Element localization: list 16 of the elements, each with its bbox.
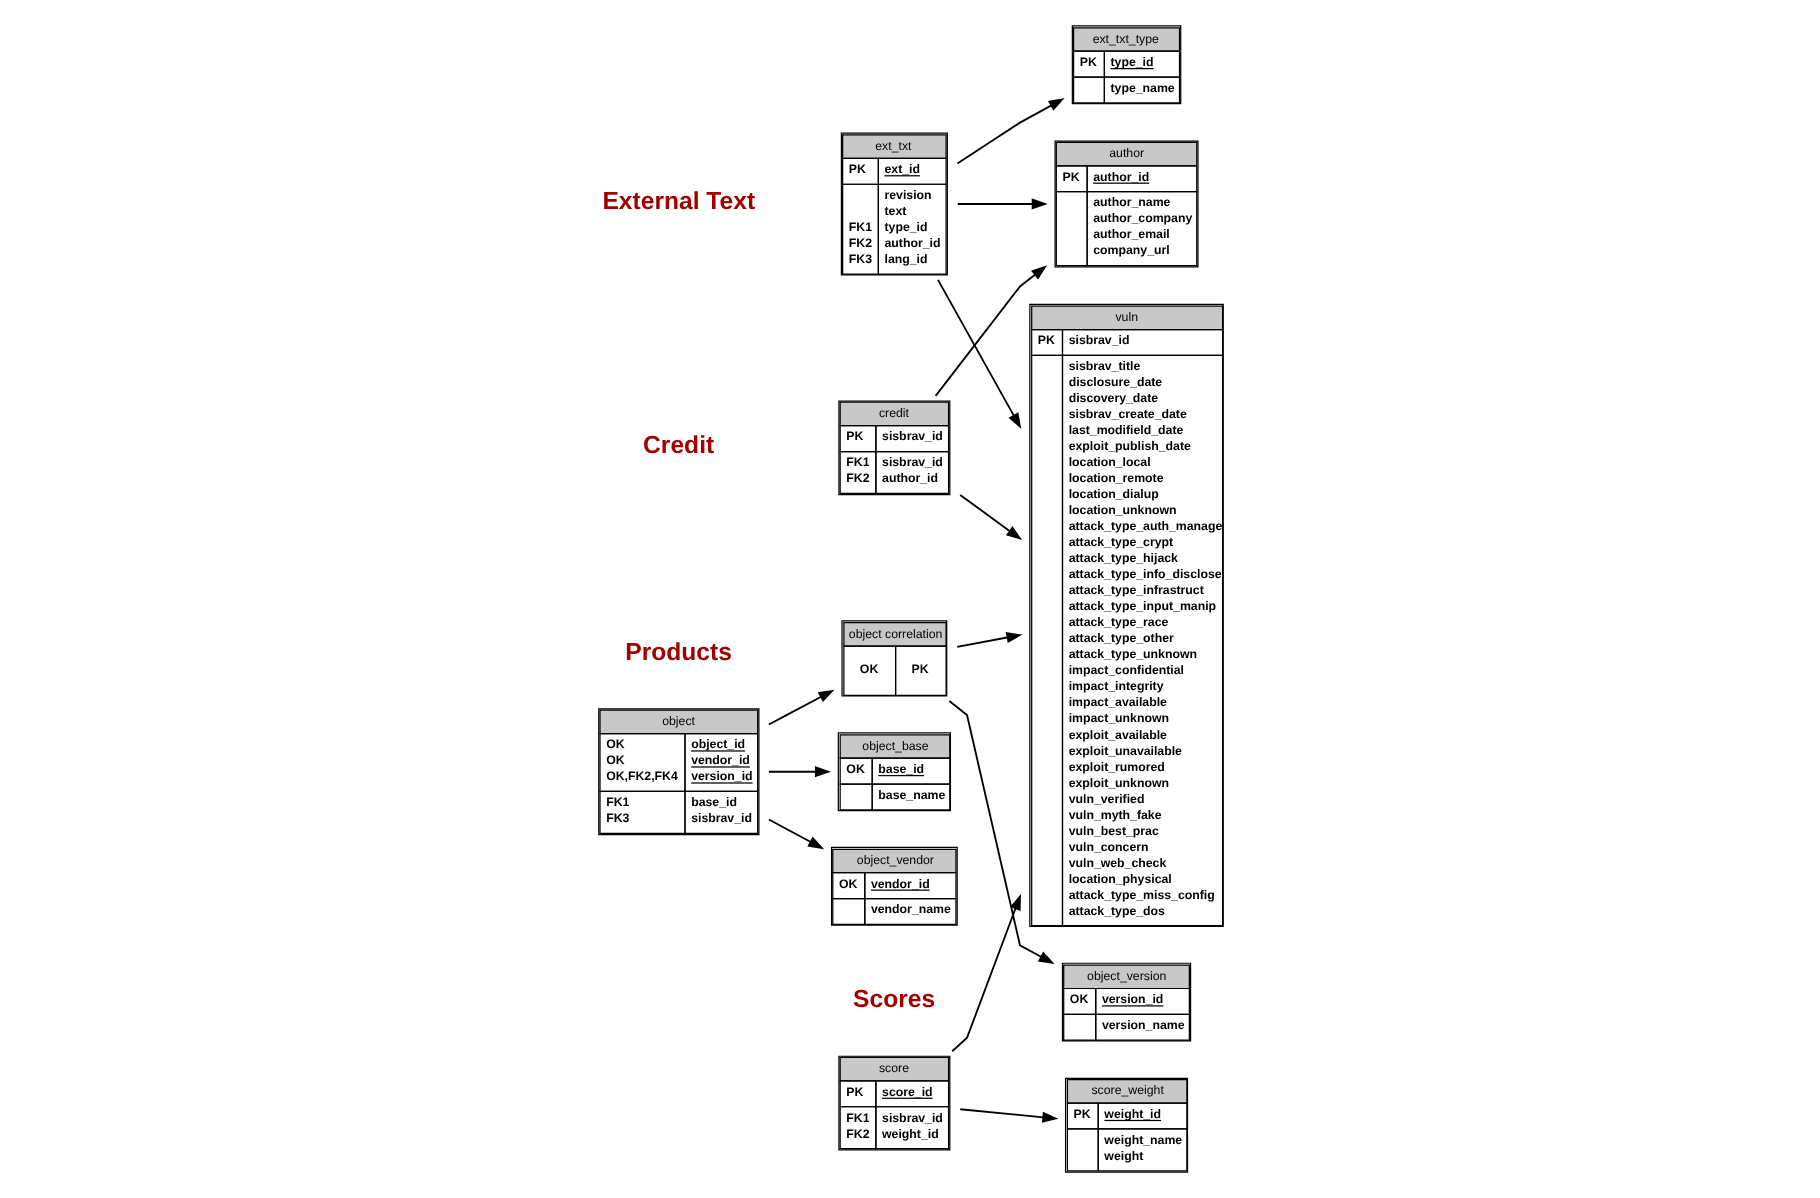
arrow [766,818,824,850]
arrow [766,766,830,778]
arrow [947,700,1054,965]
label: Scores [852,984,935,1013]
arrow [955,632,1022,648]
arrow [958,1108,1058,1123]
label: Products [624,637,731,666]
arrow [958,494,1022,541]
label: External Text [601,186,755,215]
arrow [933,265,1047,397]
arrow [950,893,1020,1053]
label: Credit [642,430,714,459]
arrow [936,278,1021,429]
arrow [766,689,834,726]
arrow [955,198,1047,210]
arrow [955,98,1064,165]
